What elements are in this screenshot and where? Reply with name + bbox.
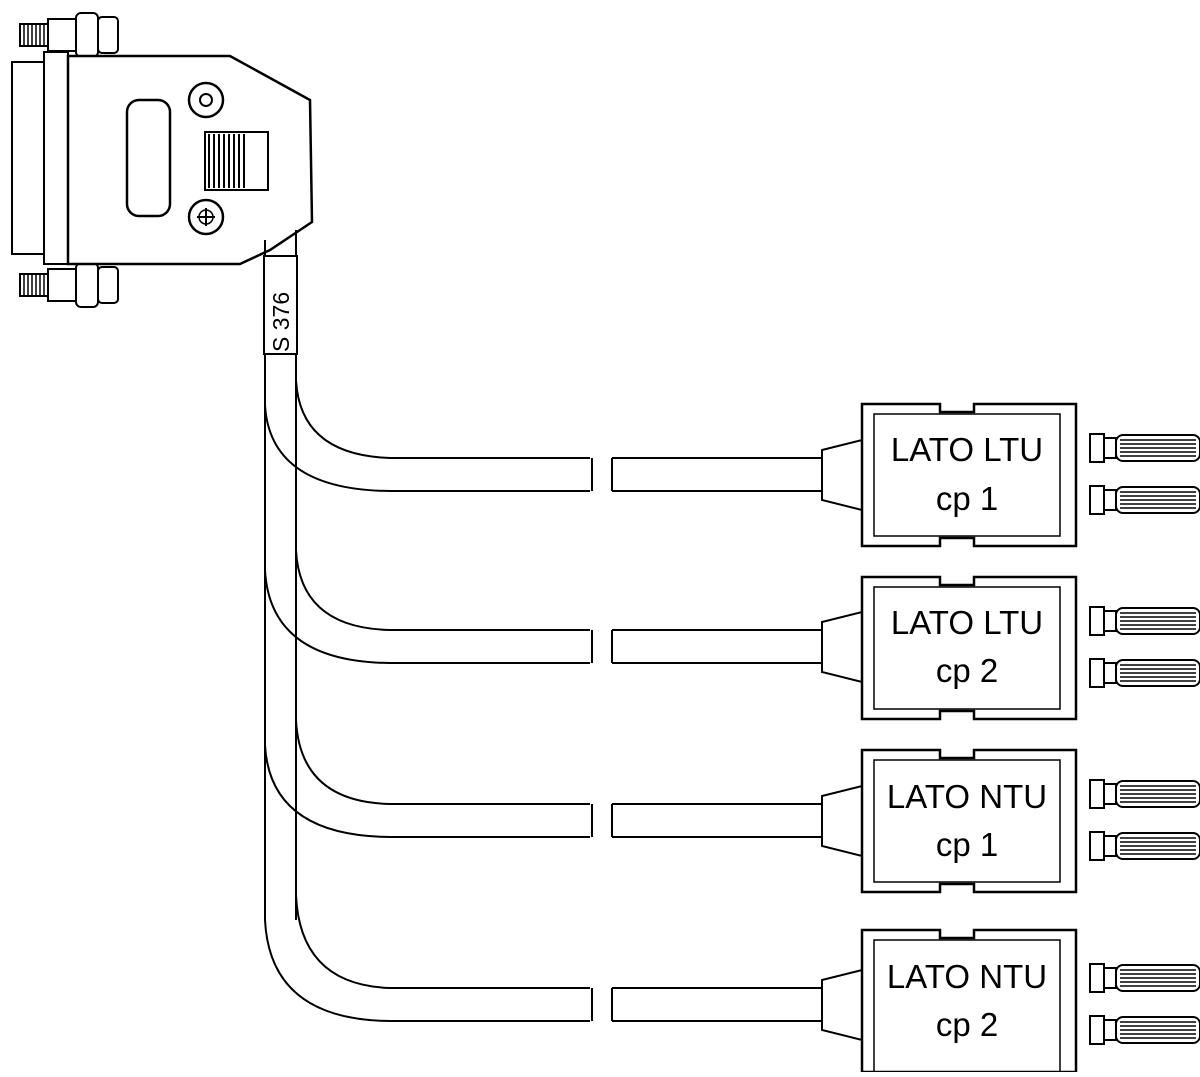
cable-grip-icon [204,131,269,191]
branch-cables [264,379,590,1022]
connector-ntu-cp2 [591,928,1200,1074]
connector-label-line1: LATO NTU [887,958,1047,995]
cable-tag-label: S 376 [268,292,294,352]
connector-label-line2: cp 1 [936,826,998,863]
connector-ntu-cp1 [591,748,1200,894]
screw-top-icon [19,12,119,58]
connector-label-line2: cp 1 [936,480,998,517]
cable-tag [263,255,298,355]
dsub-connector [11,12,314,308]
connector-ltu-cp2 [591,575,1200,721]
connector-label-line2: cp 2 [936,1006,998,1043]
connector-ltu-cp1 [591,402,1200,548]
connector-label-line2: cp 2 [936,652,998,689]
screw-bottom-icon [19,262,119,308]
connector-label-line1: LATO NTU [887,778,1047,815]
connector-label-line1: LATO LTU [891,431,1043,468]
connector-label-line1: LATO LTU [891,604,1043,641]
